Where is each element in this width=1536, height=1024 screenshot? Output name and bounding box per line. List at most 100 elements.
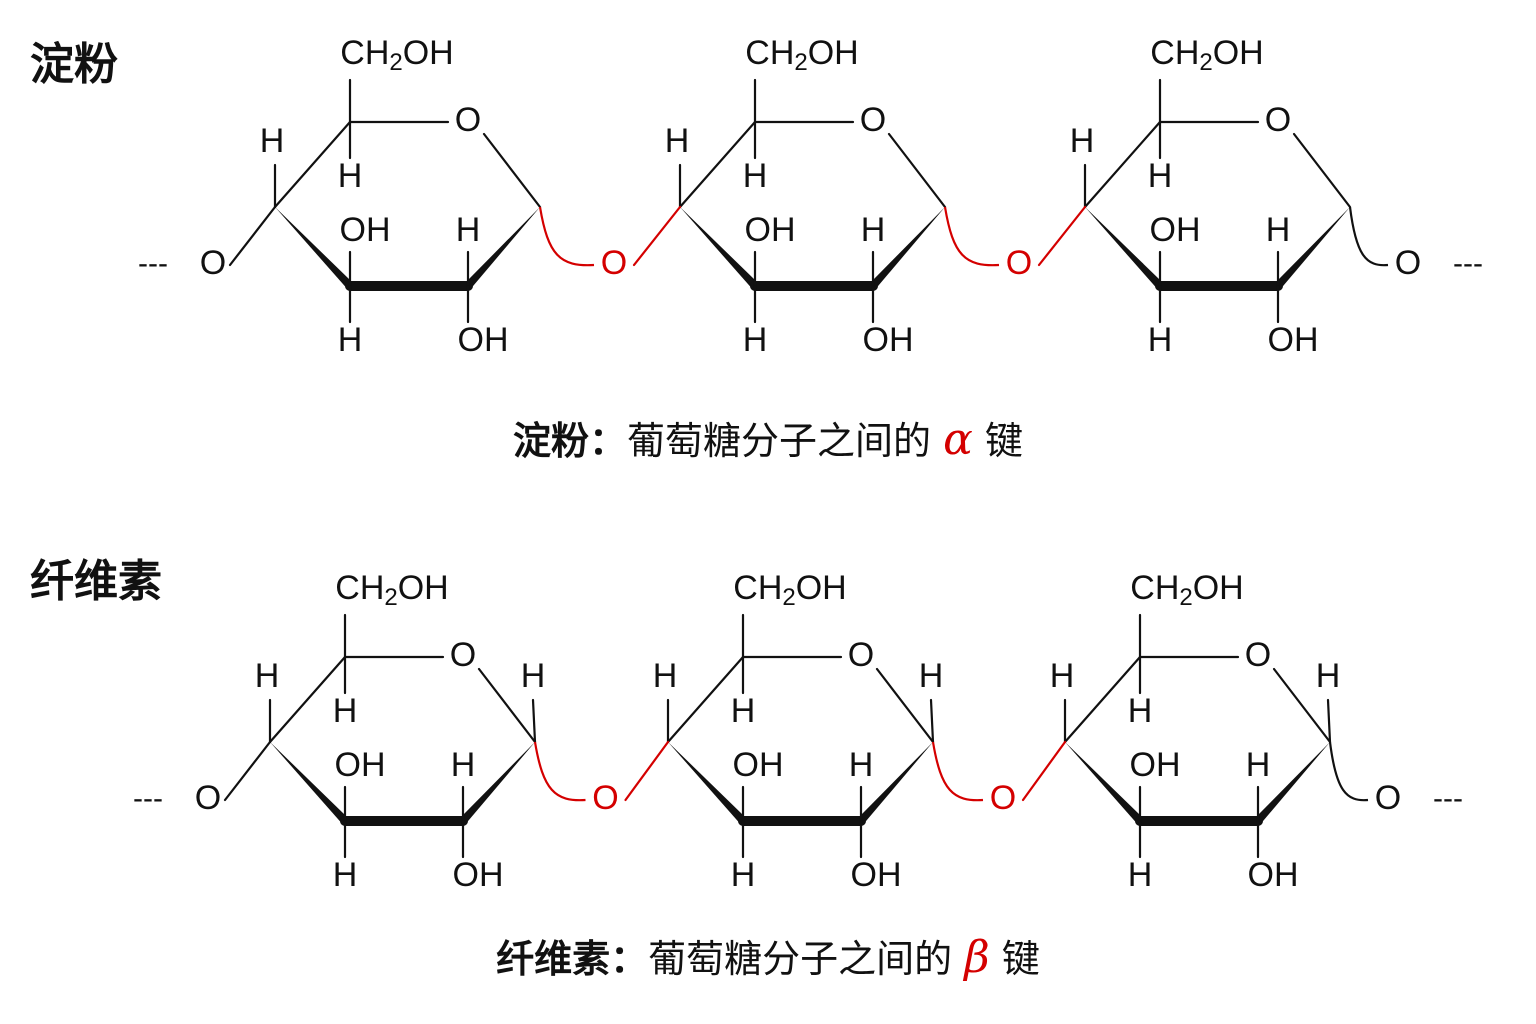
cellulose-caption-lead: 纤维素： bbox=[496, 937, 649, 981]
chain-end-left: --- bbox=[138, 247, 168, 280]
terminal-bond bbox=[228, 205, 277, 267]
bond bbox=[929, 698, 935, 744]
terminal-oxygen-label: O bbox=[200, 244, 226, 282]
wedge-bond bbox=[468, 207, 540, 292]
bond bbox=[1326, 698, 1332, 744]
ring-bond bbox=[1083, 120, 1162, 209]
ring-oxygen-label: O bbox=[848, 636, 874, 674]
cellulose-chain: OCH2OHHHOHHHOHHOCH2OHHHOHHHOHHOCH2OHHHOH… bbox=[133, 569, 1463, 894]
h-label: H bbox=[665, 122, 690, 160]
wedge-bond bbox=[680, 207, 755, 292]
ring-bond bbox=[477, 667, 537, 744]
h-label: H bbox=[1148, 321, 1173, 359]
h-label: H bbox=[338, 157, 363, 195]
glycosidic-bond bbox=[533, 741, 586, 802]
glycosidic-bond bbox=[1037, 205, 1087, 267]
ring-bond bbox=[1063, 655, 1142, 744]
h-label: H bbox=[1316, 657, 1341, 695]
wedge-bond bbox=[873, 207, 945, 292]
oh-label: OH bbox=[745, 211, 796, 249]
oh-label: OH bbox=[851, 856, 902, 894]
ring-bond bbox=[482, 132, 542, 209]
wedge-bond bbox=[275, 207, 350, 292]
oh-label: OH bbox=[1130, 746, 1181, 784]
ch2oh-label: CH2OH bbox=[1150, 34, 1263, 76]
h-label: H bbox=[1070, 122, 1095, 160]
wedge-bond bbox=[1278, 207, 1350, 292]
h-label: H bbox=[743, 157, 768, 195]
h-label: H bbox=[861, 211, 886, 249]
glycosidic-oxygen-label: O bbox=[601, 244, 627, 282]
oh-label: OH bbox=[340, 211, 391, 249]
h-label: H bbox=[1050, 657, 1075, 695]
h-label: H bbox=[456, 211, 481, 249]
h-label: H bbox=[1148, 157, 1173, 195]
beta-symbol: β bbox=[964, 932, 990, 983]
ring-oxygen-label: O bbox=[450, 636, 476, 674]
wedge-bond bbox=[1085, 207, 1160, 292]
ring-bond bbox=[1272, 667, 1332, 744]
oh-label: OH bbox=[453, 856, 504, 894]
ring-oxygen-label: O bbox=[860, 101, 886, 139]
ring-bond bbox=[887, 132, 947, 209]
h-label: H bbox=[743, 321, 768, 359]
oh-label: OH bbox=[335, 746, 386, 784]
bond bbox=[531, 698, 537, 744]
ring-bond bbox=[666, 655, 745, 744]
cellulose-title: 纤维素 bbox=[30, 556, 162, 607]
h-label: H bbox=[333, 692, 358, 730]
h-label: H bbox=[849, 746, 874, 784]
glycosidic-bond bbox=[1021, 740, 1067, 802]
cellulose-caption-tail: 键 bbox=[1001, 937, 1040, 981]
h-label: H bbox=[521, 657, 546, 695]
cellulose-caption-body: 葡萄糖分子之间的 bbox=[648, 937, 953, 981]
ring-oxygen-label: O bbox=[1265, 101, 1291, 139]
h-label: H bbox=[333, 856, 358, 894]
h-label: H bbox=[919, 657, 944, 695]
h-label: H bbox=[653, 657, 678, 695]
ring-bond bbox=[273, 120, 352, 209]
h-label: H bbox=[1128, 692, 1153, 730]
starch-title: 淀粉 bbox=[30, 39, 118, 90]
wedge-bond bbox=[1258, 742, 1330, 827]
starch-caption: 淀粉：葡萄糖分子之间的 α 键 bbox=[0, 410, 1536, 465]
wedge-bond bbox=[861, 742, 933, 827]
glycosidic-bond bbox=[624, 740, 670, 802]
starch-caption-body: 葡萄糖分子之间的 bbox=[627, 419, 932, 463]
glycosidic-bond bbox=[538, 206, 595, 267]
cellulose-caption: 纤维素：葡萄糖分子之间的 β 键 bbox=[0, 928, 1536, 983]
starch-caption-lead: 淀粉： bbox=[513, 419, 628, 463]
wedge-bond bbox=[270, 742, 345, 827]
wedge-bond bbox=[668, 742, 743, 827]
oh-label: OH bbox=[733, 746, 784, 784]
chain-end-right: --- bbox=[1453, 247, 1483, 280]
oh-label: OH bbox=[1150, 211, 1201, 249]
h-label: H bbox=[1246, 746, 1271, 784]
oh-label: OH bbox=[863, 321, 914, 359]
chain-end-left: --- bbox=[133, 782, 163, 815]
terminal-oxygen-label: O bbox=[195, 779, 221, 817]
ch2oh-label: CH2OH bbox=[1130, 569, 1243, 611]
terminal-oxygen-label: O bbox=[1395, 244, 1421, 282]
wedge-bond bbox=[463, 742, 535, 827]
glycosidic-bond bbox=[931, 741, 984, 802]
glycosidic-oxygen-label: O bbox=[1006, 244, 1032, 282]
h-label: H bbox=[731, 856, 756, 894]
oh-label: OH bbox=[1248, 856, 1299, 894]
terminal-bond bbox=[223, 740, 272, 802]
terminal-bond bbox=[1328, 741, 1369, 802]
alpha-symbol: α bbox=[943, 414, 973, 465]
ring-oxygen-label: O bbox=[455, 101, 481, 139]
glycosidic-oxygen-label: O bbox=[990, 779, 1016, 817]
h-label: H bbox=[255, 657, 280, 695]
wedge-bond bbox=[1065, 742, 1140, 827]
glycosidic-oxygen-label: O bbox=[592, 779, 618, 817]
glycosidic-bond bbox=[943, 206, 1000, 267]
ring-bond bbox=[875, 667, 935, 744]
h-label: H bbox=[451, 746, 476, 784]
ring-bond bbox=[1292, 132, 1352, 209]
ring-bond bbox=[678, 120, 757, 209]
h-label: H bbox=[1266, 211, 1291, 249]
ring-bond bbox=[268, 655, 347, 744]
